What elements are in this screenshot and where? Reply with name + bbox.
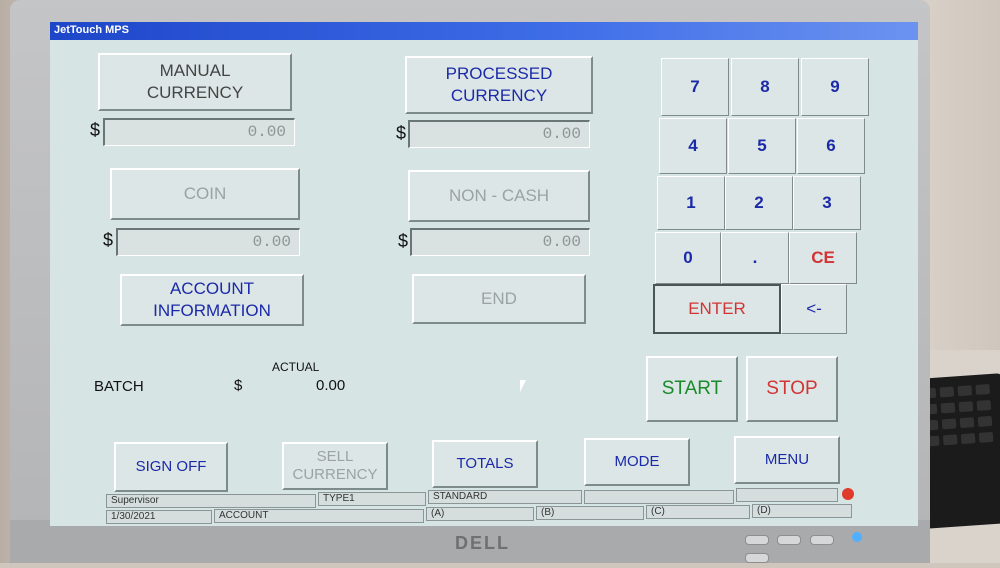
account-information-line2: INFORMATION	[153, 301, 271, 320]
keypad-9[interactable]: 9	[801, 58, 869, 116]
menu-button[interactable]: MENU	[734, 436, 840, 484]
status-empty-1	[584, 490, 734, 504]
monitor-control-buttons	[745, 532, 865, 563]
actual-label: ACTUAL	[272, 360, 320, 374]
non-cash-field[interactable]: 0.00	[410, 228, 590, 256]
keypad-enter[interactable]: ENTER	[653, 284, 781, 334]
title-bar: JetTouch MPS	[50, 22, 918, 40]
keypad-4[interactable]: 4	[659, 118, 727, 174]
manual-currency-dollar: $	[90, 120, 101, 140]
start-button[interactable]: START	[646, 356, 738, 422]
status-mode: STANDARD	[428, 490, 582, 504]
coin-field[interactable]: 0.00	[116, 228, 300, 256]
keypad-3[interactable]: 3	[793, 176, 861, 230]
app-screen: JetTouch MPS MANUAL CURRENCY $ 0.00 COIN…	[50, 22, 918, 526]
sell-currency-line1: SELL	[316, 448, 354, 465]
end-button[interactable]: END	[412, 274, 586, 324]
status-slot-b: (B)	[536, 506, 644, 520]
monitor-brand-logo: DELL	[455, 533, 510, 553]
batch-dollar: $	[234, 377, 243, 394]
monitor-button	[745, 553, 769, 563]
processed-currency-line2: CURRENCY	[450, 86, 548, 105]
sell-currency-button[interactable]: SELL CURRENCY	[282, 442, 388, 490]
batch-label: BATCH	[94, 378, 144, 395]
stop-button[interactable]: STOP	[746, 356, 838, 422]
processed-currency-line1: PROCESSED	[445, 64, 553, 83]
manual-currency-line2: CURRENCY	[146, 83, 244, 102]
status-user: Supervisor	[106, 494, 316, 508]
manual-currency-field[interactable]: 0.00	[103, 118, 295, 146]
status-type: TYPE1	[318, 492, 426, 506]
keypad-7[interactable]: 7	[661, 58, 729, 116]
keypad-backspace[interactable]: <-	[781, 284, 847, 334]
monitor-button	[777, 535, 802, 545]
status-indicator-icon	[842, 488, 854, 500]
coin-button[interactable]: COIN	[110, 168, 300, 220]
account-information-button[interactable]: ACCOUNT INFORMATION	[120, 274, 304, 326]
processed-currency-field[interactable]: 0.00	[408, 120, 590, 148]
non-cash-button[interactable]: NON - CASH	[408, 170, 590, 222]
batch-actual-value: 0.00	[316, 377, 346, 394]
window-title: JetTouch MPS	[54, 24, 129, 36]
keypad-2[interactable]: 2	[725, 176, 793, 230]
status-date: 1/30/2021	[106, 510, 212, 524]
mouse-cursor-icon	[520, 380, 526, 392]
power-led-icon	[852, 532, 862, 542]
keypad-decimal[interactable]: .	[721, 232, 789, 284]
processed-currency-dollar: $	[396, 123, 407, 143]
monitor-bezel-bottom	[10, 520, 930, 563]
keypad-1[interactable]: 1	[657, 176, 725, 230]
keypad-0[interactable]: 0	[655, 232, 721, 284]
coin-dollar: $	[103, 230, 114, 250]
status-slot-c: (C)	[646, 505, 750, 519]
manual-currency-button[interactable]: MANUAL CURRENCY	[98, 53, 292, 111]
status-account: ACCOUNT	[214, 509, 424, 523]
processed-currency-button[interactable]: PROCESSED CURRENCY	[405, 56, 593, 114]
status-empty-2	[736, 488, 838, 502]
account-information-line1: ACCOUNT	[169, 279, 255, 298]
keypad-6[interactable]: 6	[797, 118, 865, 174]
manual-currency-line1: MANUAL	[159, 61, 231, 80]
status-slot-d: (D)	[752, 504, 852, 518]
keypad-5[interactable]: 5	[728, 118, 796, 174]
non-cash-dollar: $	[398, 231, 409, 251]
sell-currency-line2: CURRENCY	[292, 466, 378, 483]
sign-off-button[interactable]: SIGN OFF	[114, 442, 228, 492]
status-slot-a: (A)	[426, 507, 534, 521]
monitor-button	[809, 535, 834, 545]
mode-button[interactable]: MODE	[584, 438, 690, 486]
keypad-clear-entry[interactable]: CE	[789, 232, 857, 284]
totals-button[interactable]: TOTALS	[432, 440, 538, 488]
monitor-button	[745, 535, 769, 545]
keypad-8[interactable]: 8	[731, 58, 799, 116]
